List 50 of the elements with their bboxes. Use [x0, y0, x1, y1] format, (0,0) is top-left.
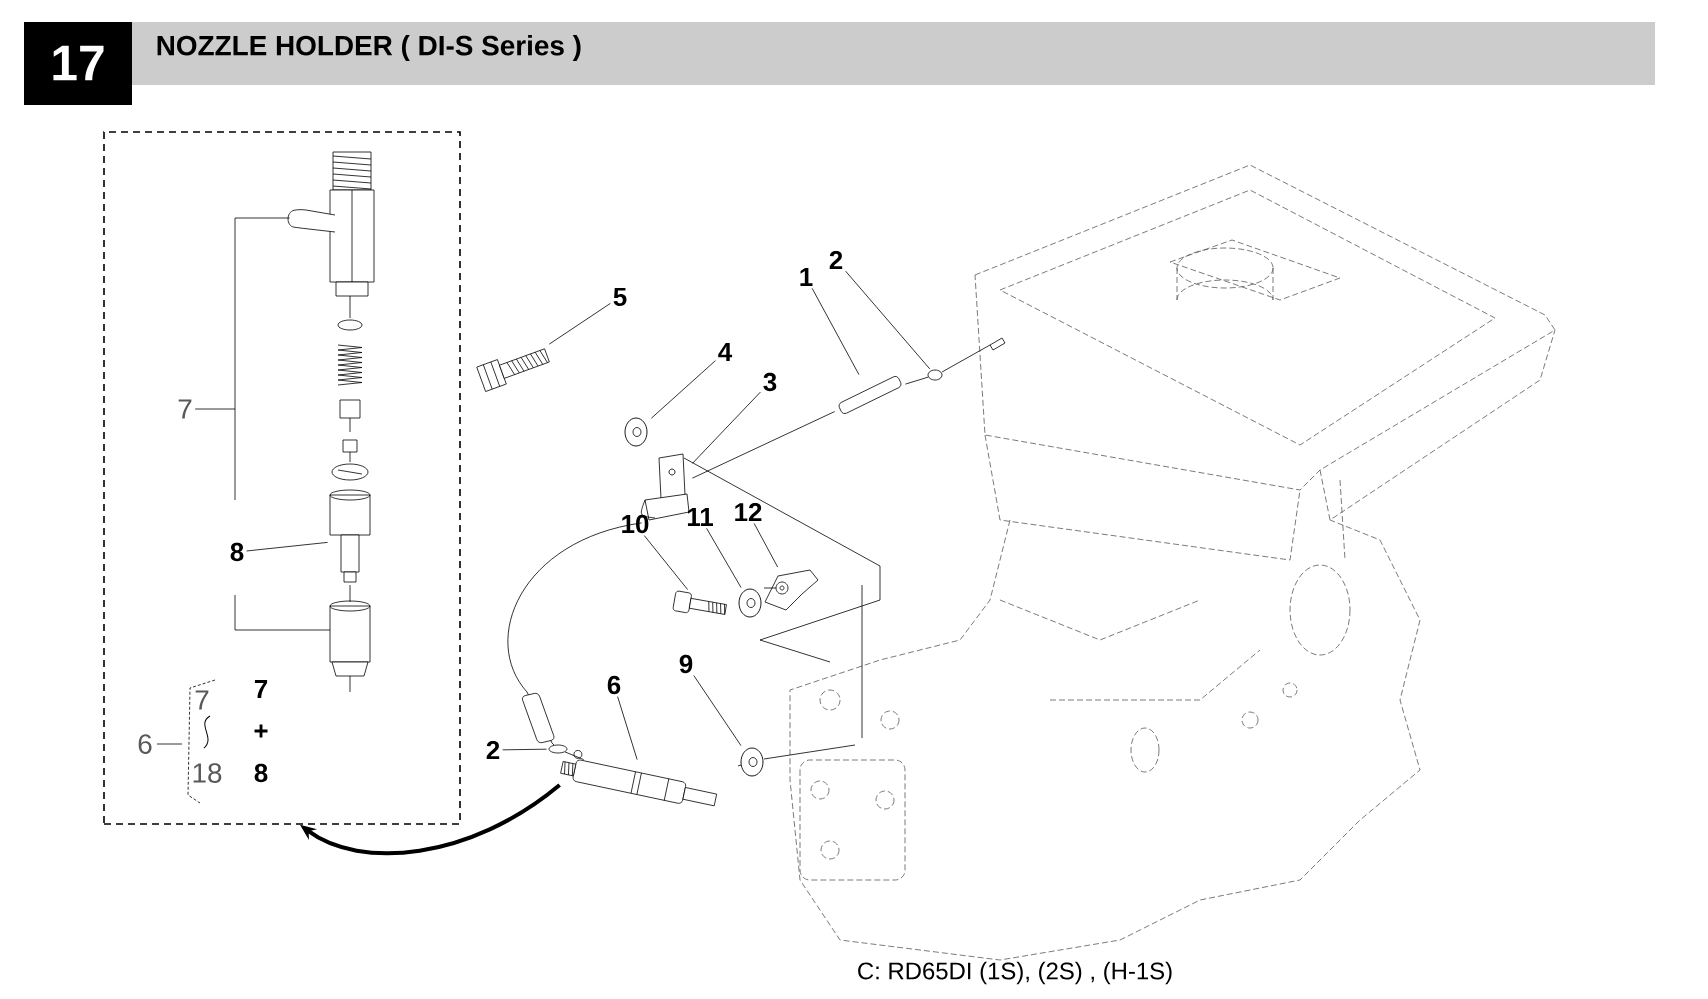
title: NOZZLE HOLDER ( DI-S Series ): [157, 35, 581, 61]
leader-line: [706, 527, 742, 588]
leader-line: [651, 360, 716, 419]
callout-number: 6: [607, 675, 621, 695]
leader-line: [692, 391, 761, 464]
leader-line: [692, 411, 835, 479]
washer-drawing: [624, 417, 648, 447]
nozzle-drawing: [329, 489, 371, 583]
callout-number: 1: [800, 268, 813, 286]
callout-number: 8: [254, 763, 268, 783]
washer-drawing: [740, 747, 764, 777]
leader-line: [617, 696, 638, 760]
leader-line: [564, 751, 585, 760]
caption: C: RD65DI (1S), (2S) , (H-1S): [858, 961, 1172, 985]
callout-number: 3: [763, 372, 777, 392]
callout-number: 12: [735, 502, 762, 522]
leader-line: [548, 303, 611, 345]
callout-number: 4: [718, 343, 733, 361]
leader-line: [693, 675, 742, 746]
nozzle-holder-drawing: [560, 750, 718, 807]
callout-number: 2: [829, 250, 843, 270]
callout-number: 6: [138, 734, 152, 754]
leader-line: [194, 217, 290, 410]
callout-number: 9: [679, 654, 693, 674]
sleeve-drawing: [838, 376, 902, 414]
callout-number: 11: [687, 508, 713, 526]
section-number-box: 17: [24, 22, 132, 105]
leader-line: [246, 542, 328, 552]
pin-drawing: [548, 744, 568, 754]
callout-number: +: [254, 724, 268, 738]
leader-line: [643, 535, 689, 590]
callout-number: 7: [195, 690, 209, 710]
pin-drawing: [927, 369, 943, 381]
callout-number: 10: [622, 514, 649, 534]
injector-drawing: [287, 151, 375, 693]
callout-number: 5: [613, 287, 627, 307]
leader-line: [753, 523, 779, 568]
callout-number: 7: [178, 399, 192, 419]
callout-number: 8: [230, 542, 244, 562]
callout-number: 2: [486, 740, 500, 760]
callout-number: 7: [254, 680, 268, 698]
callout-number: 18: [193, 763, 222, 783]
bolt-drawing: [672, 590, 727, 615]
leader-line: [845, 270, 931, 370]
washer-drawing: [738, 588, 762, 618]
leader-line: [905, 376, 929, 385]
leader-line: [502, 748, 547, 751]
dashed-frame: [103, 131, 461, 825]
bolt-drawing: [476, 348, 550, 392]
leader-line: [811, 287, 860, 375]
